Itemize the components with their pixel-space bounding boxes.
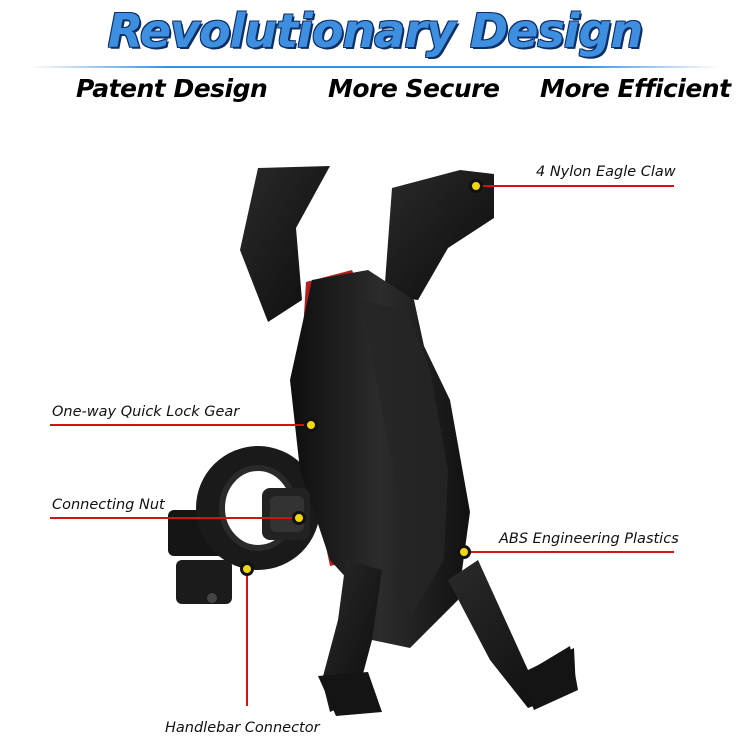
banner-title: Revolutionary Design [107,4,643,58]
feature-more-secure: More Secure [328,74,500,103]
leader-handlebar-connector [246,572,248,706]
pin-handlebar-connector [240,562,254,576]
pin-connecting-nut [292,511,306,525]
leader-eagle-claw [476,185,674,187]
callout-eagle-claw: 4 Nylon Eagle Claw [536,164,676,180]
callout-handlebar-connector: Handlebar Connector [165,720,320,736]
title-divider [30,66,720,68]
pin-eagle-claw [469,179,483,193]
claw-arm-lower-left [322,560,382,712]
feature-more-efficient: More Efficient [540,74,731,103]
pin-abs-plastics [457,545,471,559]
claw-arm-upper-right [384,170,494,300]
callout-abs-plastics: ABS Engineering Plastics [499,531,679,547]
leader-quick-lock-gear [50,424,312,426]
leader-abs-plastics [464,551,674,553]
claw-arm-upper-left [240,166,330,322]
leader-connecting-nut [50,517,300,519]
callout-quick-lock-gear: One-way Quick Lock Gear [52,404,240,420]
feature-patent-design: Patent Design [76,74,268,103]
pin-quick-lock-gear [304,418,318,432]
callout-connecting-nut: Connecting Nut [52,497,165,513]
